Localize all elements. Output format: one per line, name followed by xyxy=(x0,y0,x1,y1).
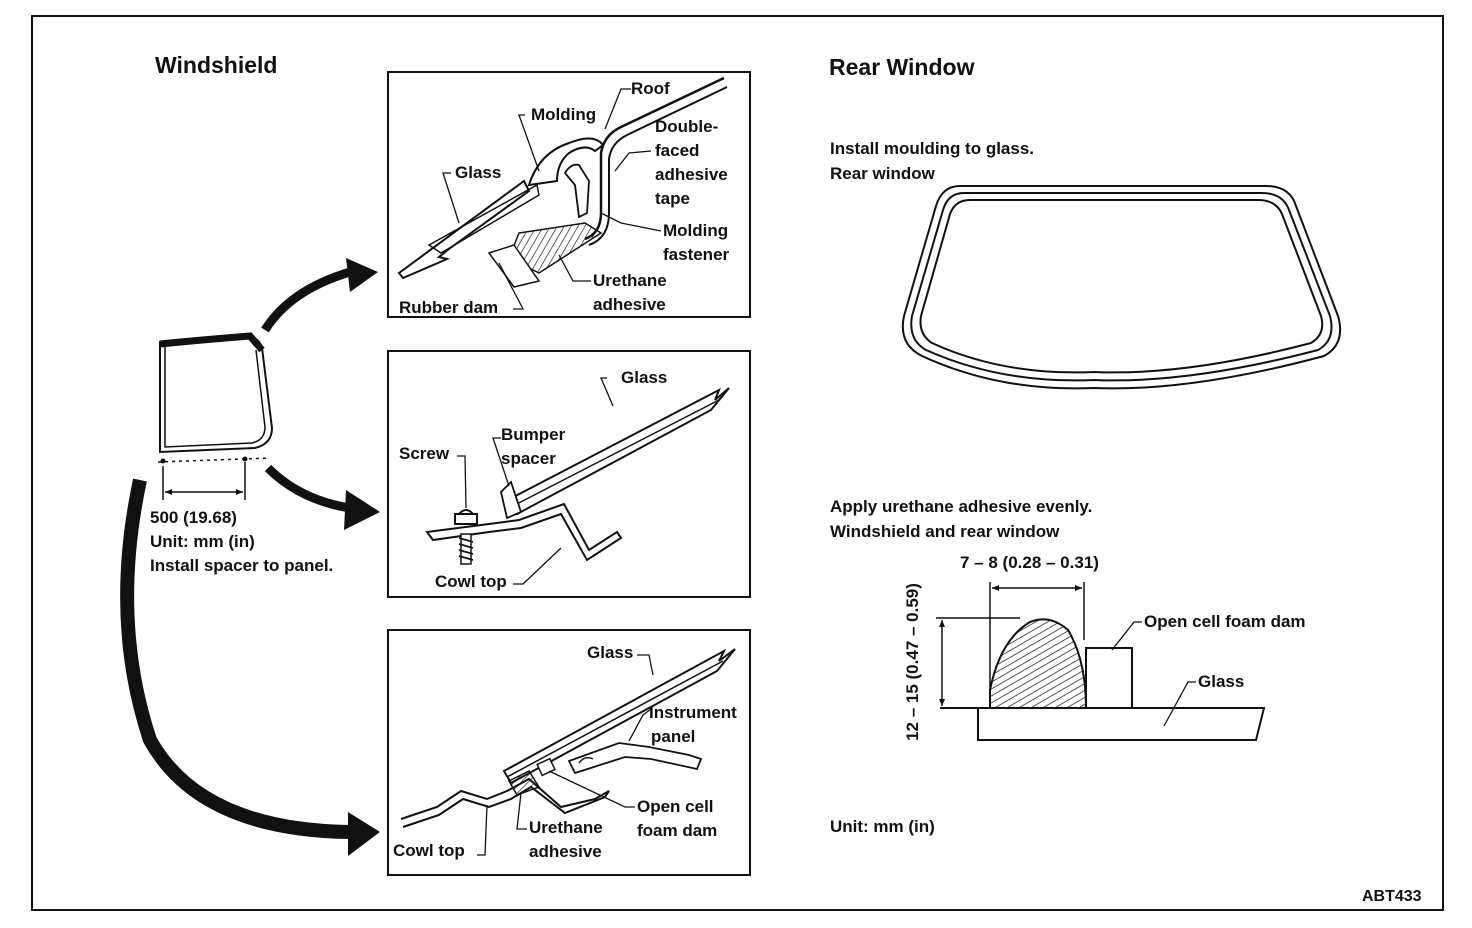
label-bumper-1: Bumper xyxy=(501,425,566,444)
windshield-heading: Windshield xyxy=(155,52,278,78)
figure-id: ABT433 xyxy=(1362,888,1422,905)
rear-window-heading: Rear Window xyxy=(829,54,975,80)
roof-molding-detail-panel: Roof Molding Glass Double- faced adhesiv… xyxy=(387,71,751,318)
label-foam-2: foam dam xyxy=(637,821,718,840)
bead-width-dimension: 7 – 8 (0.28 – 0.31) xyxy=(960,553,1099,572)
label-rubber-dam: Rubber dam xyxy=(399,298,499,317)
label-instrument-2: panel xyxy=(651,727,696,746)
label-roof: Roof xyxy=(631,79,670,98)
label-urethane-2: adhesive xyxy=(529,842,602,861)
label-tape-2: faced xyxy=(655,141,700,160)
label-bumper-2: spacer xyxy=(501,449,556,468)
label-glass: Glass xyxy=(621,368,668,387)
label-cowl-top: Cowl top xyxy=(435,572,507,591)
label-tape-1: Double- xyxy=(655,117,719,136)
label-tape-4: tape xyxy=(655,189,690,208)
bead-glass-label: Glass xyxy=(1198,672,1245,691)
label-glass: Glass xyxy=(455,163,502,182)
figure-frame xyxy=(31,15,1444,911)
rear-step1-line1: Install moulding to glass. xyxy=(830,139,1035,158)
label-cowl-top: Cowl top xyxy=(393,841,465,860)
label-urethane-1: Urethane xyxy=(529,818,603,837)
label-urethane-1: Urethane xyxy=(593,271,667,290)
label-molding: Molding xyxy=(531,105,597,124)
label-glass: Glass xyxy=(587,643,634,662)
label-foam-1: Open cell xyxy=(637,797,714,816)
rear-unit: Unit: mm (in) xyxy=(830,817,935,836)
bead-height-dimension: 12 – 15 (0.47 – 0.59) xyxy=(903,583,922,741)
label-tape-3: adhesive xyxy=(655,165,728,184)
rear-step1-line2: Rear window xyxy=(830,164,935,183)
label-screw: Screw xyxy=(399,444,450,463)
instrument-panel-drawing xyxy=(400,648,736,856)
label-fastener-2: fastener xyxy=(663,245,730,264)
label-instrument-1: Instrument xyxy=(649,703,737,722)
rear-step2-line2: Windshield and rear window xyxy=(830,522,1060,541)
rear-step2-line1: Apply urethane adhesive evenly. xyxy=(830,497,1093,516)
bead-foam-dam-label: Open cell foam dam xyxy=(1144,612,1306,631)
instrument-panel-detail-panel: Glass Instrument panel Open cell foam da… xyxy=(387,629,751,876)
label-urethane-2: adhesive xyxy=(593,295,666,314)
roof-molding-drawing xyxy=(397,76,728,310)
overview-dimension: 500 (19.68) xyxy=(150,508,237,527)
overview-unit: Unit: mm (in) xyxy=(150,532,255,551)
cowl-spacer-detail-panel: Glass Screw Bumper spacer Cowl top xyxy=(387,350,751,598)
cowl-spacer-drawing xyxy=(425,377,730,585)
overview-instruction: Install spacer to panel. xyxy=(150,556,334,575)
label-fastener-1: Molding xyxy=(663,221,729,240)
